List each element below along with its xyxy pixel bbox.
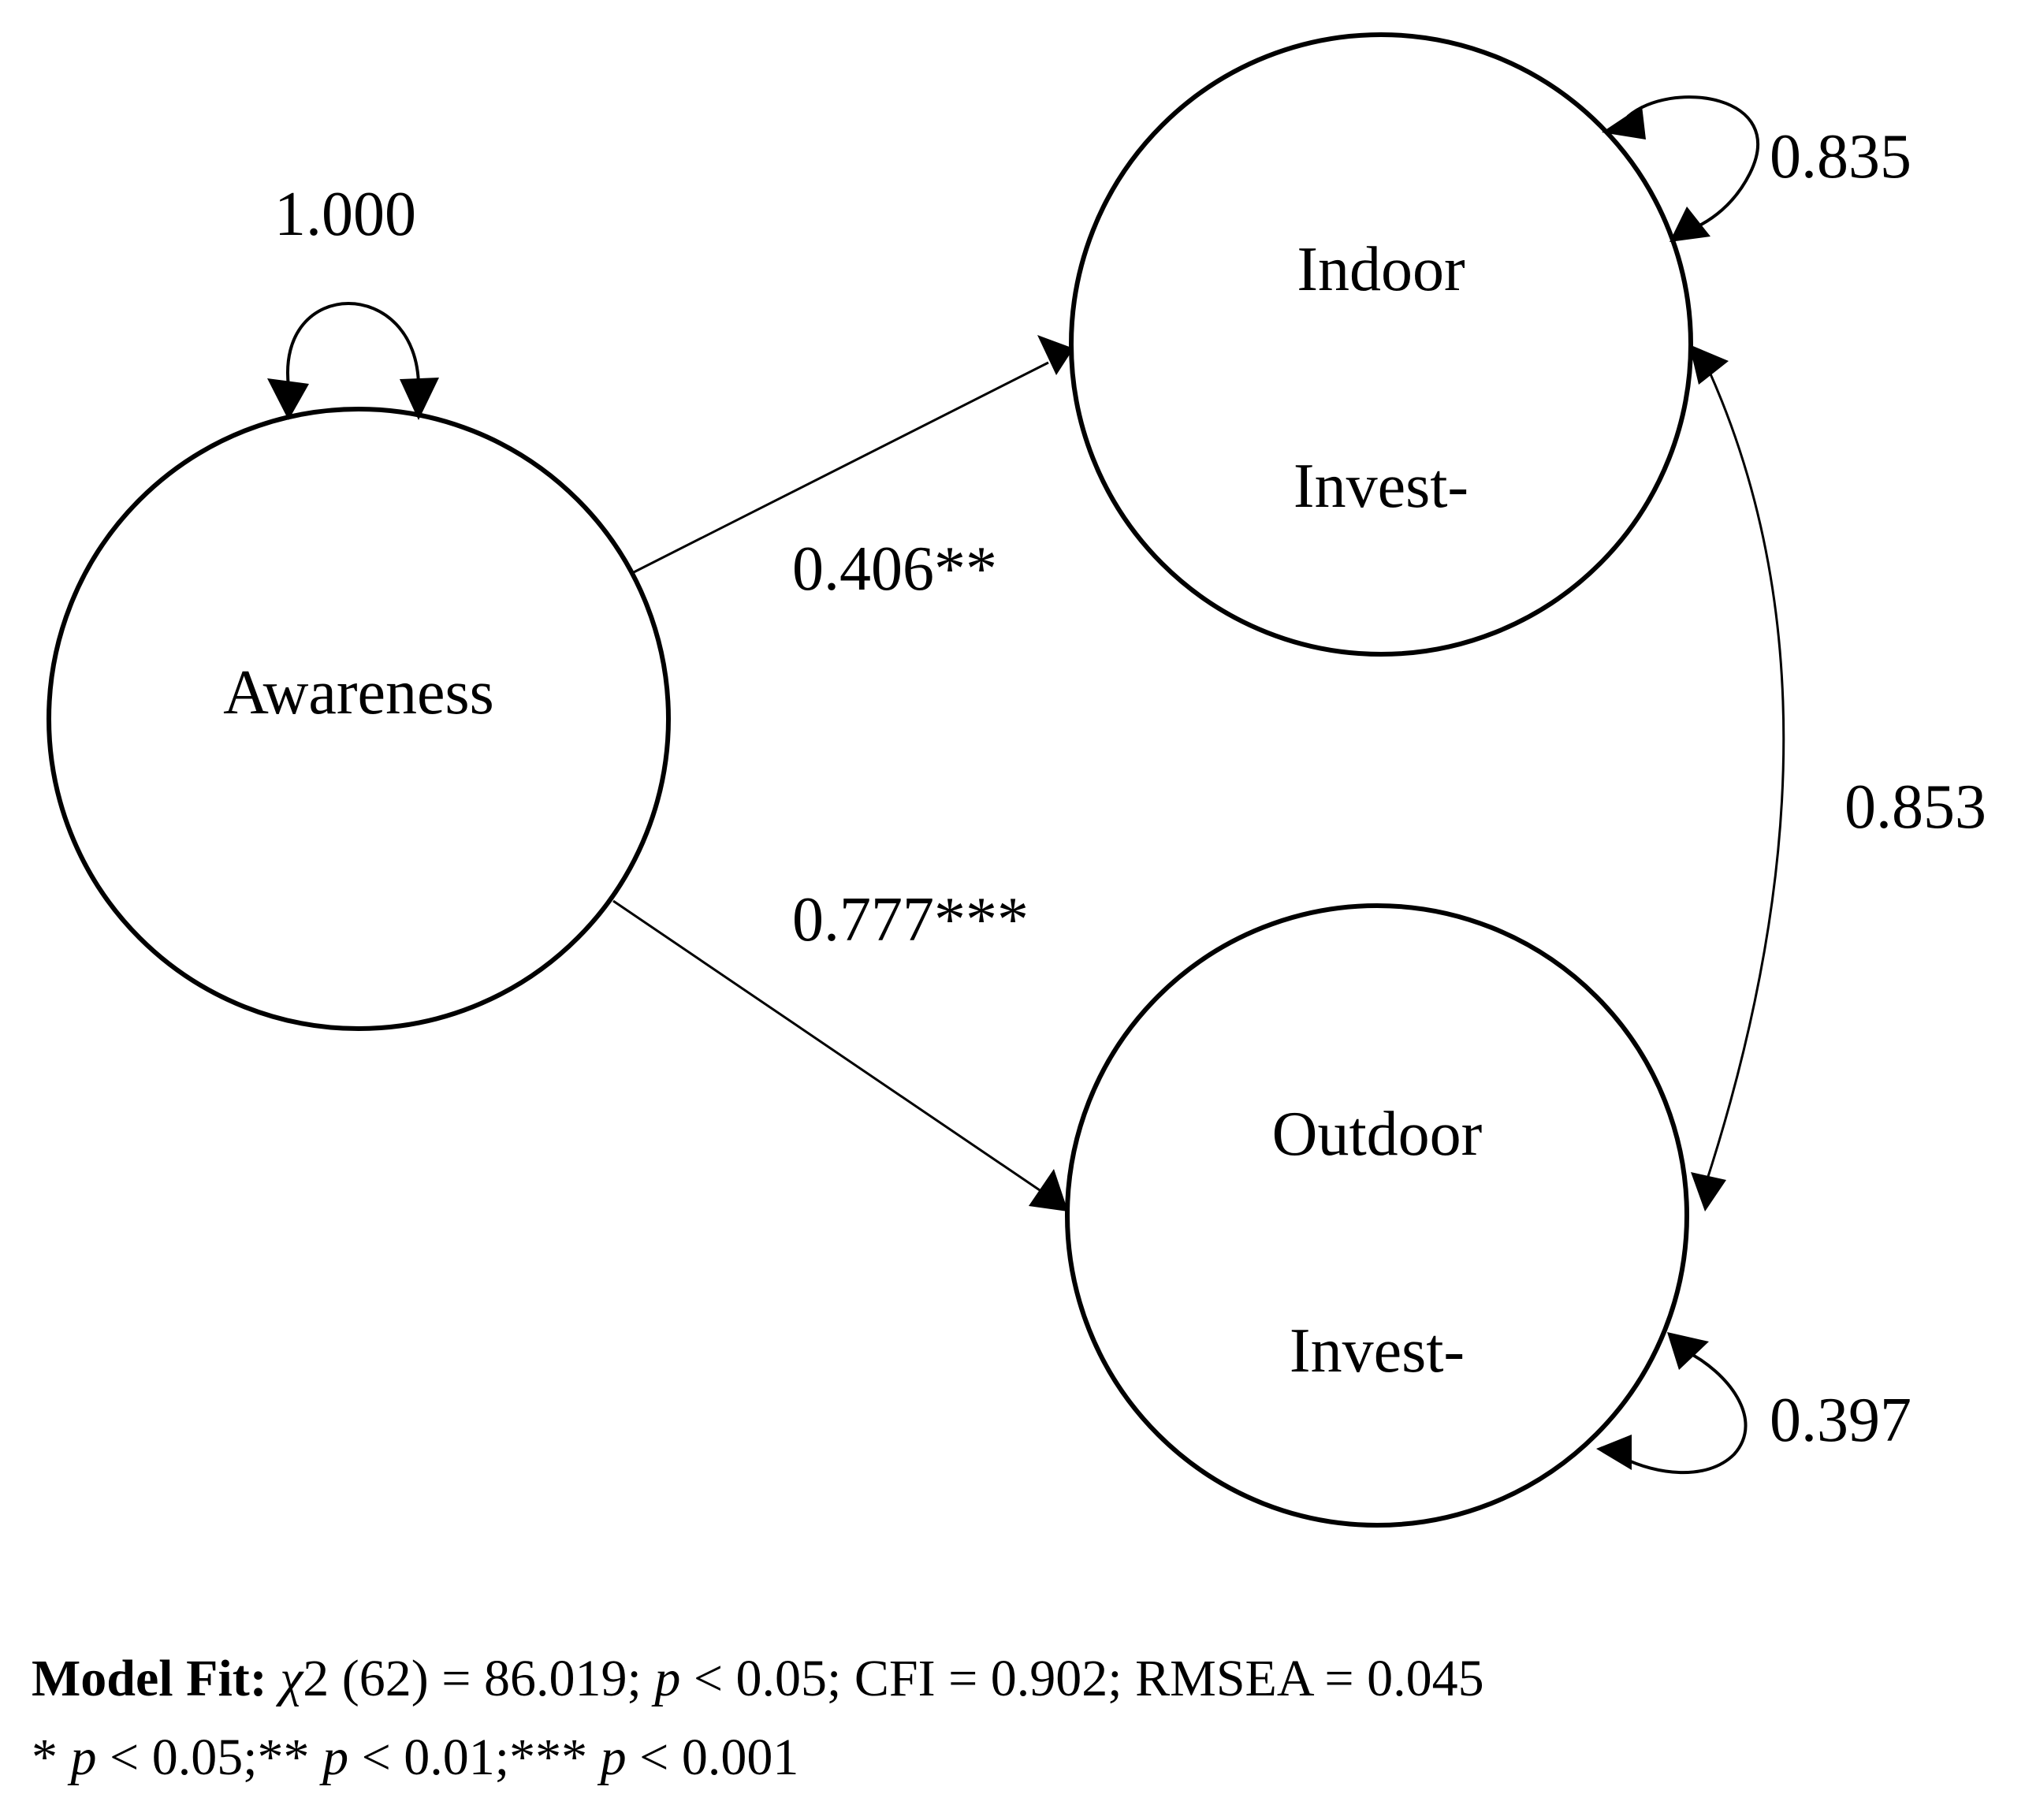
awareness-to-outdoor-coefficient: 0.777*** bbox=[792, 885, 1029, 955]
significance-p-2: p bbox=[322, 1729, 349, 1786]
significance-p-3: p bbox=[600, 1729, 627, 1786]
indoor-variance-arrowhead-bottom bbox=[1670, 207, 1710, 242]
indoor-label-line1: Indoor bbox=[1297, 235, 1465, 304]
awareness-to-outdoor-arrowhead bbox=[1029, 1169, 1068, 1211]
model-fit-note: Model Fit: χ2 (62) = 86.019; p < 0.05; C… bbox=[32, 1639, 1923, 1797]
significance-legend: * p < 0.05;** p < 0.01;*** p < 0.001 bbox=[32, 1718, 1923, 1797]
awareness-variance-value: 1.000 bbox=[274, 180, 416, 249]
p-symbol: p bbox=[654, 1650, 681, 1707]
awareness-label: Awareness bbox=[223, 658, 494, 728]
awareness-to-indoor-coefficient: 0.406** bbox=[792, 534, 997, 604]
indoor-variance-arrowhead-top bbox=[1602, 106, 1646, 140]
covariance-arrowhead-top bbox=[1689, 344, 1729, 385]
awareness-variance-arrowhead-left bbox=[267, 378, 309, 420]
indoor-variance-loop bbox=[1626, 95, 1759, 230]
indoor-outdoor-covariance-curve bbox=[1703, 370, 1785, 1187]
outdoor-variance-arrowhead-top bbox=[1667, 1332, 1709, 1370]
awareness-variance-arrowhead-right bbox=[400, 378, 439, 420]
significance-rest-1: < 0.05;** bbox=[110, 1729, 310, 1786]
significance-rest-2: < 0.01;*** bbox=[361, 1729, 588, 1786]
model-fit-label: Model Fit: bbox=[32, 1650, 267, 1707]
significance-rest-3: < 0.001 bbox=[639, 1729, 799, 1786]
fit-indices: < 0.05; CFI = 0.902; RMSEA = 0.045 bbox=[693, 1650, 1484, 1707]
covariance-arrowhead-bottom bbox=[1691, 1172, 1726, 1211]
significance-marker-1: * bbox=[32, 1729, 58, 1786]
outdoor-label-line2: Invest- bbox=[1290, 1316, 1465, 1386]
outdoor-variance-arrowhead-bottom bbox=[1596, 1435, 1632, 1470]
model-fit-line: Model Fit: χ2 (62) = 86.019; p < 0.05; C… bbox=[32, 1639, 1923, 1718]
outdoor-variance-loop bbox=[1623, 1350, 1748, 1475]
indoor-outdoor-covariance-value: 0.853 bbox=[1844, 772, 1986, 842]
awareness-to-indoor-arrowhead bbox=[1037, 335, 1074, 375]
outdoor-variance-value: 0.397 bbox=[1770, 1386, 1911, 1455]
awareness-node bbox=[47, 407, 671, 1031]
awareness-to-indoor-path bbox=[630, 361, 1049, 575]
awareness-to-outdoor-path bbox=[612, 899, 1043, 1193]
indoor-label-line2: Invest- bbox=[1294, 452, 1468, 521]
significance-p-1: p bbox=[70, 1729, 97, 1786]
outdoor-invest-node bbox=[1065, 903, 1689, 1528]
awareness-variance-loop bbox=[286, 302, 420, 387]
chi-square-value: 2 (62) = 86.019; bbox=[303, 1650, 642, 1707]
chi-symbol: χ bbox=[280, 1650, 303, 1707]
indoor-invest-node bbox=[1069, 32, 1693, 657]
outdoor-label-line1: Outdoor bbox=[1272, 1100, 1483, 1169]
indoor-variance-value: 0.835 bbox=[1770, 122, 1911, 192]
